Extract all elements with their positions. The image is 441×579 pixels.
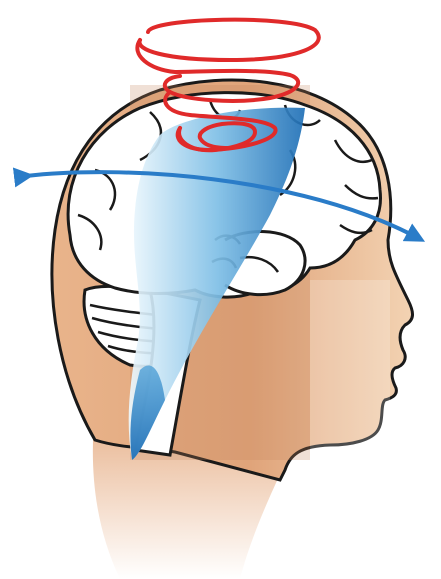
translucent-panel-right — [310, 280, 390, 460]
